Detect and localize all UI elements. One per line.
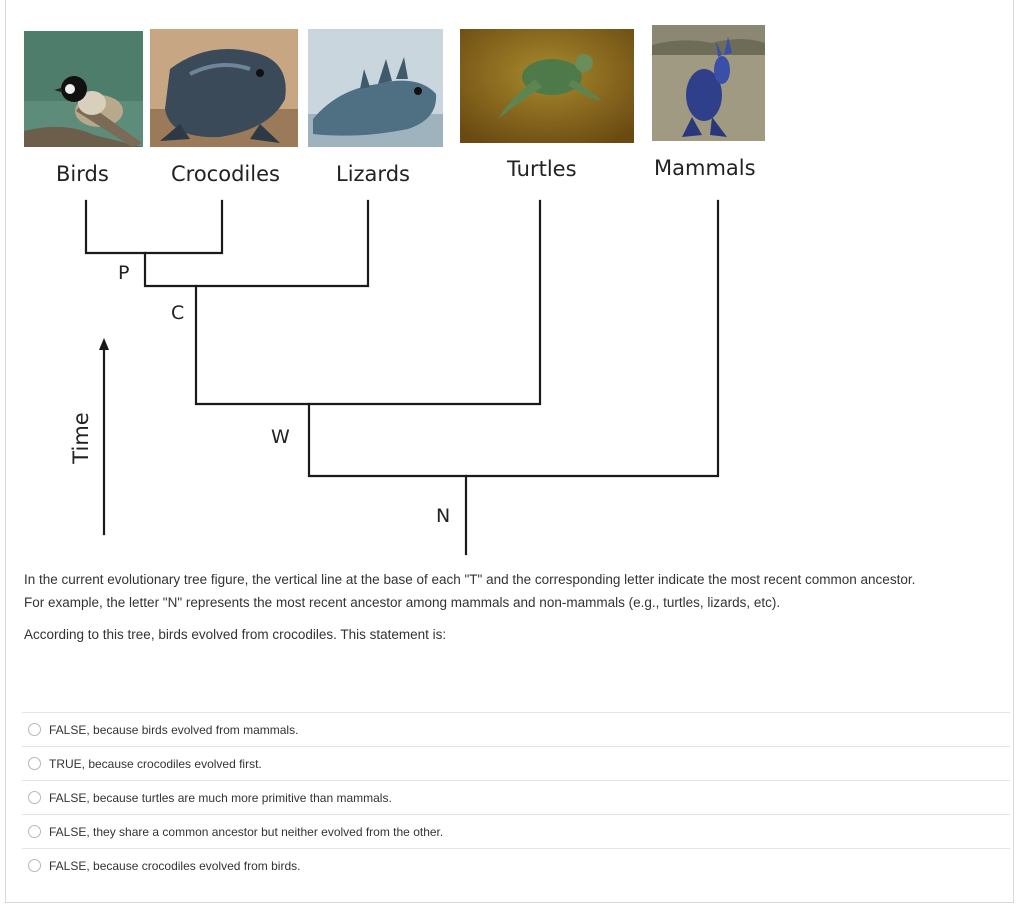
kangaroo-photo (652, 25, 765, 141)
answer-choice-label: FALSE, because birds evolved from mammal… (49, 722, 299, 737)
answer-choice-1[interactable]: FALSE, because birds evolved from mammal… (22, 712, 1010, 746)
time-arrow-head (99, 338, 109, 350)
answer-choice-4[interactable]: FALSE, they share a common ancestor but … (22, 814, 1010, 848)
branch-c-turtles (194, 199, 542, 406)
branch-p-lizards (143, 199, 370, 288)
radio-button-icon[interactable] (28, 757, 41, 770)
question-panel (5, 0, 1014, 903)
radio-button-icon[interactable] (28, 791, 41, 804)
taxon-label-lizards: Lizards (336, 162, 410, 186)
answer-choice-5[interactable]: FALSE, because crocodiles evolved from b… (22, 848, 1010, 882)
answer-choices: FALSE, because birds evolved from mammal… (22, 712, 1010, 882)
crocodile-photo (150, 29, 298, 147)
bird-photo (24, 31, 143, 147)
node-label-w: W (271, 426, 290, 448)
radio-button-icon[interactable] (28, 825, 41, 838)
branch-birds-crocodiles (84, 199, 224, 255)
taxon-label-turtles: Turtles (507, 157, 577, 181)
radio-button-icon[interactable] (28, 859, 41, 872)
time-axis-label: Time (69, 412, 93, 464)
question-intro-line2: For example, the letter "N" represents t… (24, 595, 781, 610)
taxon-label-mammals: Mammals (654, 156, 756, 180)
node-label-c: C (171, 302, 185, 324)
question-prompt: According to this tree, birds evolved fr… (24, 627, 447, 642)
answer-choice-2[interactable]: TRUE, because crocodiles evolved first. (22, 746, 1010, 780)
lizard-photo (308, 29, 443, 147)
turtle-photo (460, 29, 634, 143)
branch-w-mammals (307, 199, 720, 478)
answer-choice-label: FALSE, they share a common ancestor but … (49, 824, 444, 839)
radio-button-icon[interactable] (28, 723, 41, 736)
question-intro-line1: In the current evolutionary tree figure,… (24, 572, 916, 587)
answer-choice-label: TRUE, because crocodiles evolved first. (49, 756, 262, 771)
answer-choice-label: FALSE, because turtles are much more pri… (49, 790, 392, 805)
taxon-label-birds: Birds (56, 162, 109, 186)
taxon-label-crocodiles: Crocodiles (171, 162, 280, 186)
node-label-p: P (118, 262, 130, 284)
answer-choice-3[interactable]: FALSE, because turtles are much more pri… (22, 780, 1010, 814)
node-label-n: N (436, 505, 451, 527)
answer-choice-label: FALSE, because crocodiles evolved from b… (49, 858, 301, 873)
